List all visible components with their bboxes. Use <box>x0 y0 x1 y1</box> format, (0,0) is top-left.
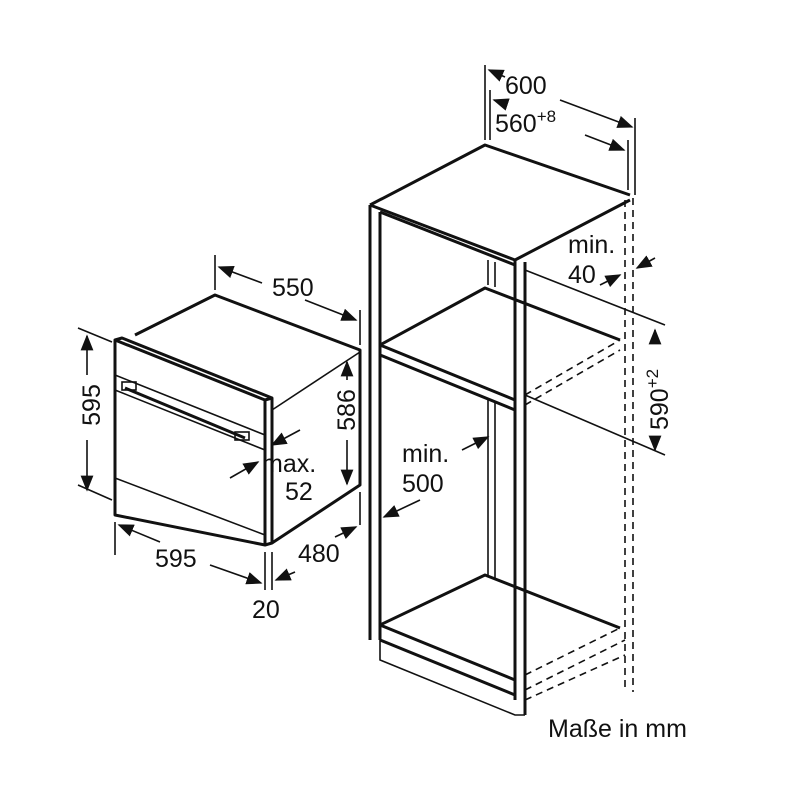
niche-depth-label: 480 <box>298 540 340 568</box>
oven-depth-label: 550 <box>272 274 314 302</box>
niche-height-label: 590+2 <box>643 369 674 430</box>
oven-dimension-lines <box>77 255 361 590</box>
cabinet-drawing <box>368 143 634 716</box>
oven-width-label: 595 <box>155 545 197 573</box>
max-label: max. <box>262 450 316 478</box>
depth-min-value: 500 <box>402 470 444 498</box>
depth-min-label: min. <box>402 440 449 468</box>
front-thickness-label: 20 <box>252 596 280 624</box>
outer-width-label: 600 <box>505 72 547 100</box>
vent-min-label: min. <box>568 231 615 259</box>
units-note: Maße in mm <box>548 715 687 743</box>
oven-inner-height-label: 586 <box>333 389 361 431</box>
oven-drawing <box>113 293 362 547</box>
cabinet-dimension-lines <box>382 65 666 518</box>
niche-width-label: 560+8 <box>495 107 556 138</box>
max-value: 52 <box>285 478 313 506</box>
oven-height-label: 595 <box>78 384 106 426</box>
vent-min-value: 40 <box>568 261 596 289</box>
